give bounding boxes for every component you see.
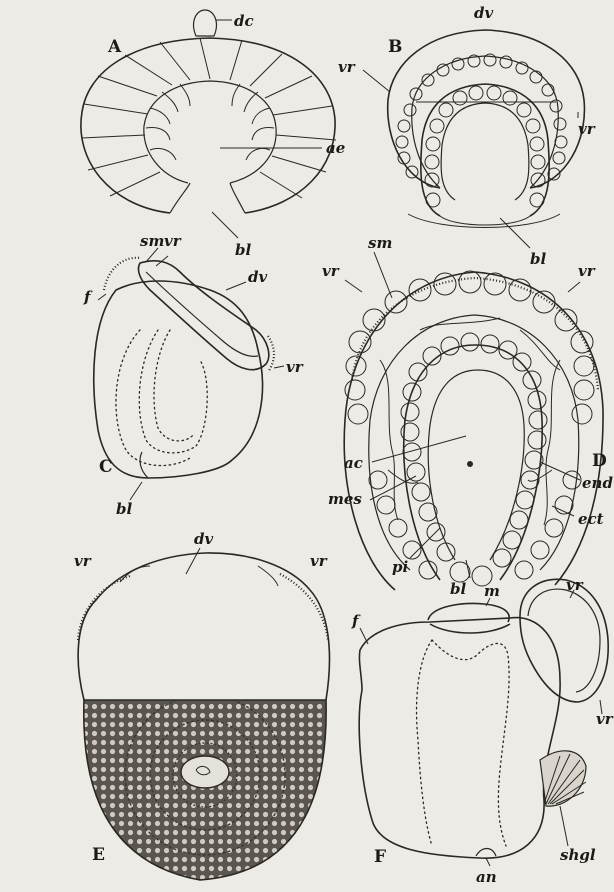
label-vr-e-right: vr (310, 552, 328, 570)
label-ac-d: ac (344, 454, 363, 472)
figure-letter-b: B (388, 37, 402, 57)
label-vr-b-right: vr (578, 120, 596, 138)
figure-b: B dv vr vr bl (338, 4, 596, 268)
label-f-f: f (351, 612, 361, 630)
label-shgl: shgl (560, 846, 596, 864)
textured-endoderm (84, 700, 326, 880)
figure-d: D sm vr vr ac end mes ect pi bl (322, 234, 613, 598)
polar-body (194, 10, 217, 36)
label-sm-c: sm (140, 232, 164, 250)
label-mes: mes (328, 490, 362, 508)
label-vr-f-side: vr (596, 710, 614, 728)
label-sm-d: sm (368, 234, 392, 252)
label-dv-c: dv (248, 268, 267, 286)
label-dv-e: dv (194, 530, 213, 548)
shell-gland (540, 751, 586, 806)
label-bl-b: bl (530, 250, 546, 268)
label-bl-d: bl (450, 580, 466, 598)
figure-letter-c: C (99, 457, 113, 477)
figure-a: A dc ae bl (81, 10, 345, 259)
label-f-c: f (83, 288, 93, 306)
figure-f: F f m vr vr shgl an (351, 576, 614, 886)
figure-letter-a: A (107, 37, 122, 57)
figure-letter-d: D (592, 451, 607, 471)
label-vr-b-left: vr (338, 58, 356, 76)
label-bl-c: bl (116, 500, 132, 518)
label-vr-c-top: vr (164, 232, 182, 250)
label-vr-d-right: vr (578, 262, 596, 280)
label-vr-d-left: vr (322, 262, 340, 280)
label-m: m (484, 582, 500, 600)
label-end: end (582, 474, 613, 492)
label-pi: pi (392, 558, 408, 576)
label-dc: dc (234, 12, 254, 30)
label-vr-e-left: vr (74, 552, 92, 570)
label-vr-c-side: vr (286, 358, 304, 376)
figure-c: C sm vr f dv vr bl (83, 232, 304, 518)
figure-letter-f: F (374, 847, 386, 867)
label-ae: ae (326, 139, 345, 157)
label-an: an (476, 868, 497, 886)
label-bl-a: bl (235, 241, 251, 259)
figure-letter-e: E (92, 845, 105, 865)
label-dv-b: dv (474, 4, 493, 22)
label-vr-f-top: vr (566, 576, 584, 594)
label-ect: ect (578, 510, 604, 528)
figure-e: E dv vr vr (74, 530, 329, 880)
